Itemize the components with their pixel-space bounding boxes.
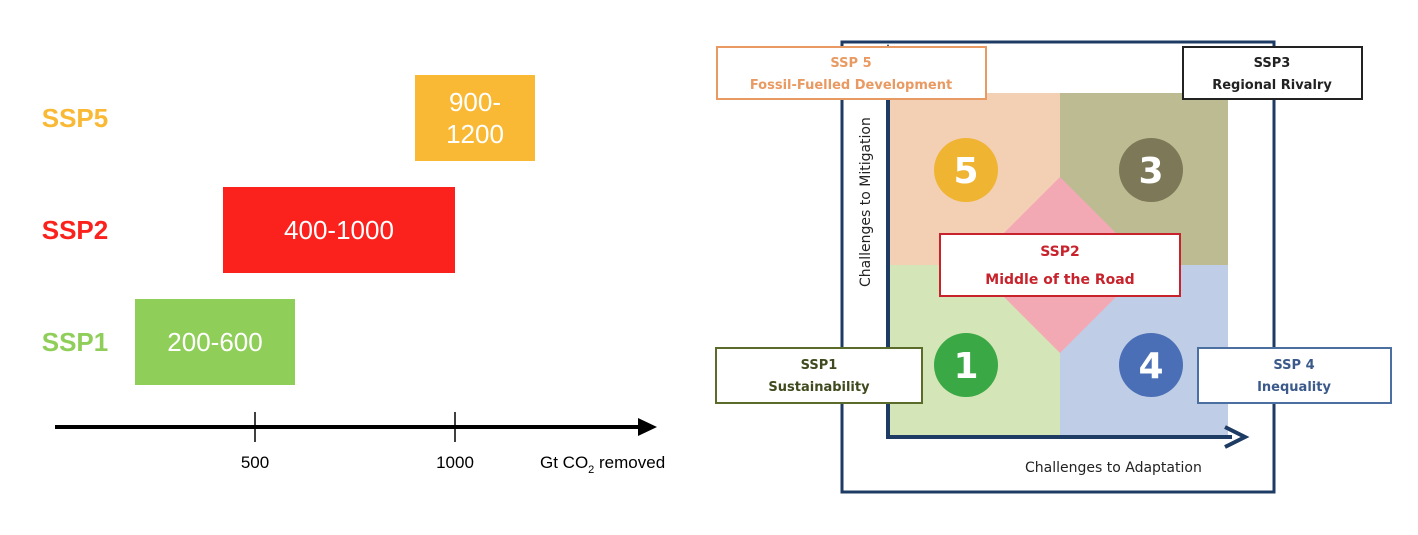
- x-axis-arrowhead: [638, 418, 657, 436]
- ssp1-number: 1: [953, 346, 978, 387]
- x-axis-ticks: 500 1000: [241, 412, 474, 472]
- ssp1-number-badge: 1: [934, 333, 998, 397]
- ssp2-subtitle: Middle of the Road: [985, 272, 1134, 288]
- diagram-frame: [840, 40, 1276, 494]
- category-label-ssp5: SSP5: [42, 103, 109, 133]
- range-bar-label-ssp5: 900-: [449, 87, 501, 117]
- ssp1-label-box: SSP1 Sustainability: [715, 347, 923, 404]
- ssp-challenges-diagram: Challenges to Mitigation Challenges to A…: [708, 40, 1408, 500]
- ssp3-number: 3: [1138, 151, 1163, 192]
- range-bar-ssp1: [135, 299, 295, 385]
- ssp1-subtitle: Sustainability: [768, 380, 870, 395]
- ssp5-number: 5: [953, 151, 978, 192]
- ssp3-number-badge: 3: [1119, 138, 1183, 202]
- x-tick-label: 500: [241, 453, 269, 472]
- range-bar-ssp5: [415, 75, 535, 161]
- range-bar-label-ssp5: 1200: [446, 119, 504, 149]
- range-bar-label-ssp2: 400-1000: [284, 215, 394, 245]
- ssp1-title: SSP1: [801, 358, 838, 373]
- ssp4-number-badge: 4: [1119, 333, 1183, 397]
- ssp4-label-box: SSP 4 Inequality: [1197, 347, 1392, 404]
- x-axis-label: Challenges to Adaptation: [1025, 460, 1202, 476]
- category-label-ssp2: SSP2: [42, 215, 109, 245]
- ssp5-subtitle: Fossil-Fuelled Development: [750, 78, 952, 93]
- ssp5-label-box: SSP 5 Fossil-Fuelled Development: [716, 46, 987, 100]
- x-tick-label: 1000: [436, 453, 474, 472]
- range-bar-label-ssp1: 200-600: [167, 327, 262, 357]
- ssp3-label-box: SSP3 Regional Rivalry: [1182, 46, 1363, 100]
- x-axis-label: Gt CO2 removed: [540, 453, 665, 476]
- ssp2-label-box: SSP2 Middle of the Road: [939, 233, 1181, 297]
- category-label-ssp1: SSP1: [42, 327, 109, 357]
- x-axis-arrowhead: [1224, 425, 1250, 449]
- ssp4-subtitle: Inequality: [1257, 380, 1331, 395]
- ssp2-title: SSP2: [1040, 244, 1080, 260]
- y-axis-label: Challenges to Mitigation: [858, 117, 874, 287]
- ssp3-title: SSP3: [1254, 56, 1291, 71]
- ssp5-number-badge: 5: [934, 138, 998, 202]
- range-bar-ssp2: [223, 187, 455, 273]
- ssp5-title: SSP 5: [830, 56, 871, 71]
- ssp3-subtitle: Regional Rivalry: [1212, 78, 1332, 93]
- x-axis: 500 1000 Gt CO2 removed: [55, 412, 665, 476]
- ssp4-title: SSP 4: [1273, 358, 1314, 373]
- ssp4-number: 4: [1138, 346, 1163, 387]
